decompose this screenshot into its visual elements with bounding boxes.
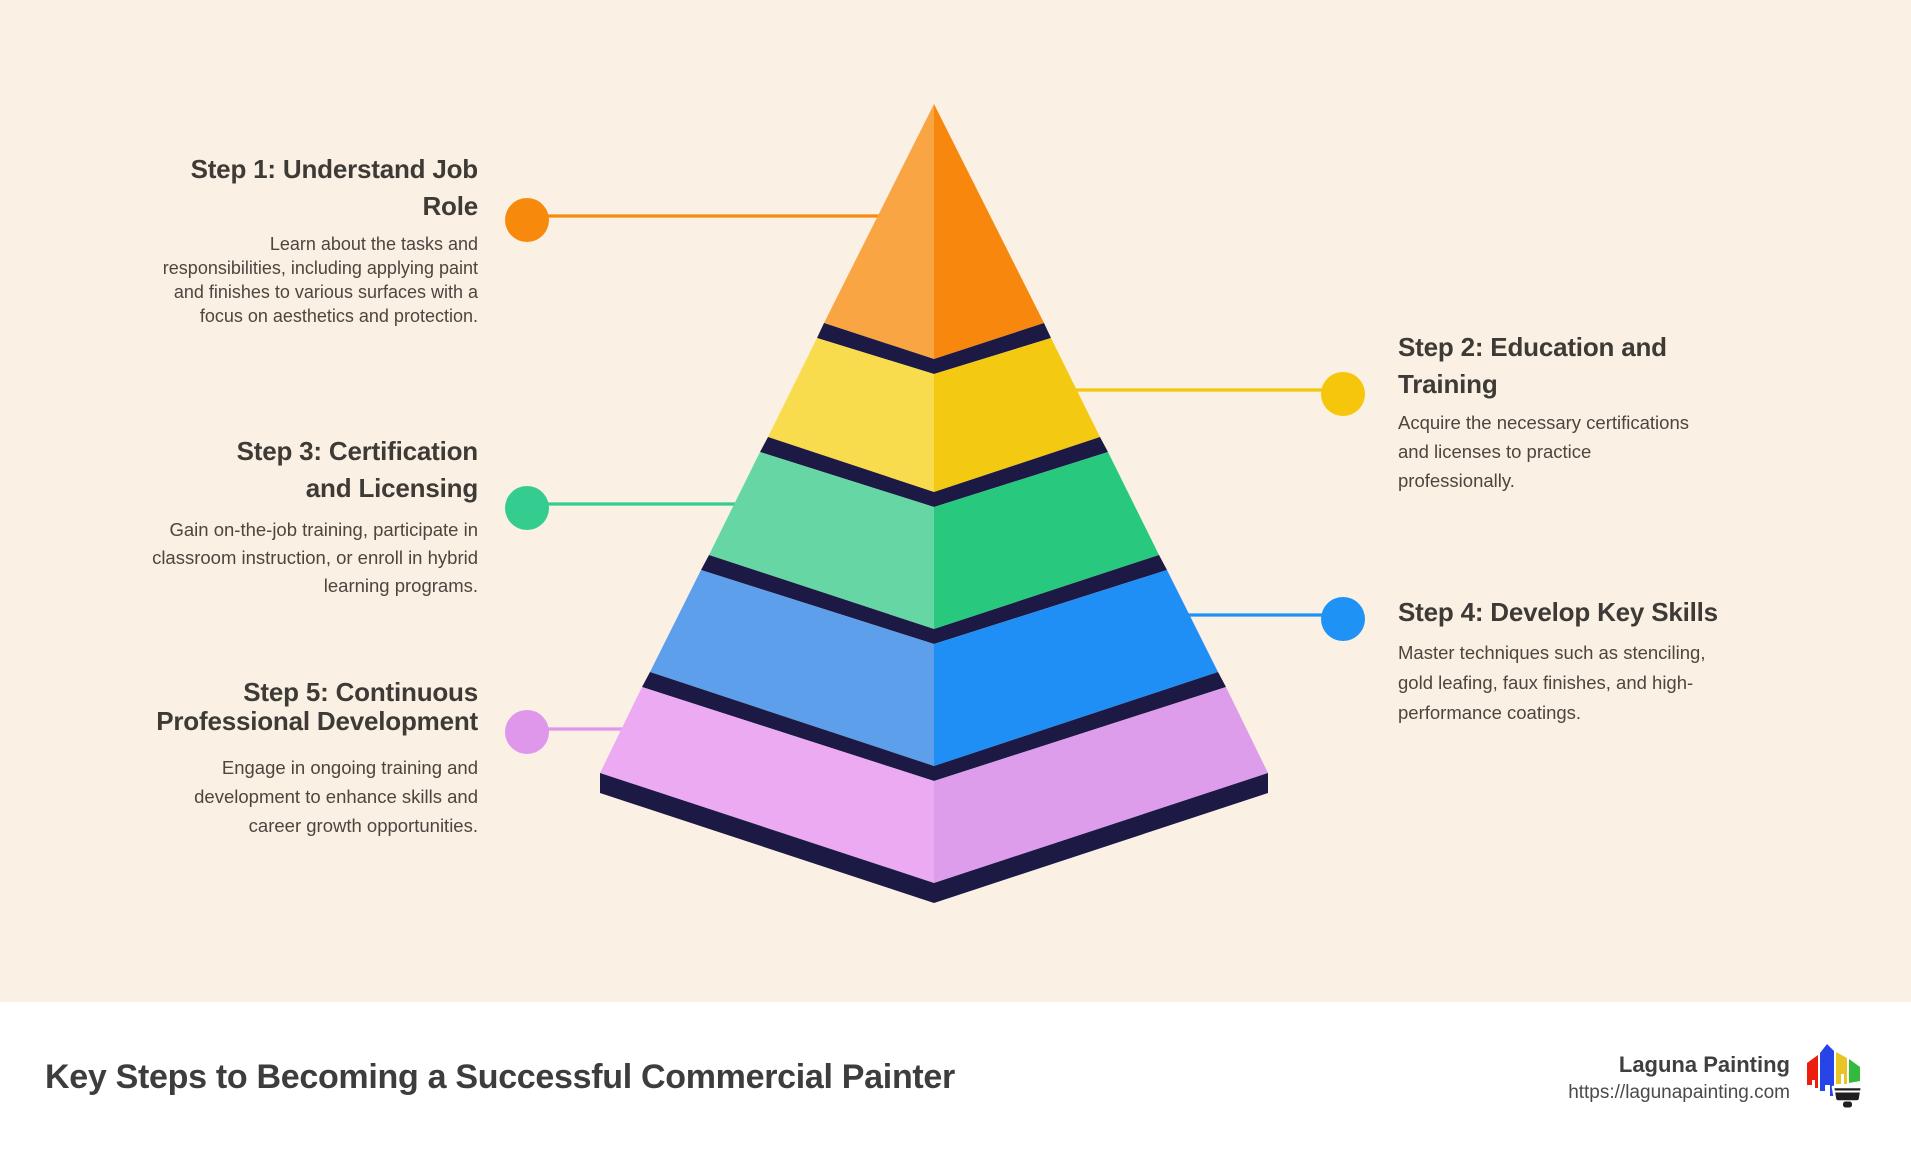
step-5-description: Engage in ongoing training and developme…	[194, 757, 478, 836]
step-2-description: Acquire the necessary certifications and…	[1398, 412, 1689, 491]
pyramid-edge-2	[760, 437, 1108, 507]
step-2-block: Step 2: Education and Training Acquire t…	[1398, 329, 1710, 495]
step-2-title: Step 2: Education and Training	[1398, 332, 1667, 399]
step-2-connector-dot	[1321, 372, 1365, 416]
step-1-connector-dot	[505, 198, 549, 242]
pyramid-layer-1-left	[824, 104, 934, 359]
infographic-title: Key Steps to Becoming a Successful Comme…	[45, 1058, 955, 1096]
step-4-description: Master techniques such as stenciling, go…	[1398, 642, 1706, 723]
step-5-block: Step 5: Continuous Professional Developm…	[138, 678, 478, 840]
pyramid-layer-3-left	[709, 452, 934, 629]
step-3-connector-dot	[505, 486, 549, 530]
step-5-connector-dot	[505, 710, 549, 754]
pyramid-layer-2-left	[768, 338, 934, 492]
step-1-description: Learn about the tasks and responsibiliti…	[162, 234, 478, 326]
pyramid-layer-3-right	[934, 452, 1159, 629]
pyramid-layer-4-right	[934, 570, 1218, 766]
brand-name: Laguna Painting	[1618, 1052, 1790, 1077]
step-1-block: Step 1: Understand Job Role Learn about …	[138, 151, 478, 328]
step-3-block: Step 3: Certification and Licensing Gain…	[138, 433, 478, 600]
logo-brush-ferrule-line	[1834, 1090, 1861, 1093]
footer-bar	[0, 1002, 1911, 1160]
step-5-title: Step 5: Continuous Professional Developm…	[156, 677, 478, 736]
brand-url[interactable]: https://lagunapainting.com	[1568, 1082, 1790, 1103]
pyramid-layer-4-left	[650, 570, 934, 766]
step-4-block: Step 4: Develop Key Skills Master techni…	[1398, 594, 1788, 728]
pyramid-edge-3	[701, 555, 1167, 644]
pyramid-layer-1-right	[934, 104, 1044, 359]
logo-brush-handle	[1843, 1101, 1852, 1108]
step-3-title: Step 3: Certification and Licensing	[236, 436, 479, 503]
pyramid-edge-1	[817, 323, 1051, 374]
step-1-title: Step 1: Understand Job Role	[190, 154, 479, 221]
logo-red-stripe	[1807, 1055, 1818, 1088]
laguna-painting-logo-icon	[1807, 1044, 1864, 1108]
step-4-connector-dot	[1321, 597, 1365, 641]
logo-blue-stripe	[1820, 1044, 1834, 1096]
logo-brush-outline	[1831, 1085, 1864, 1103]
pyramid-layer-5-right	[934, 687, 1268, 883]
pyramid-layer-2-right	[934, 338, 1100, 492]
logo-yellow-stripe	[1836, 1052, 1847, 1084]
step-3-description: Gain on-the-job training, participate in…	[152, 519, 478, 596]
brand-block: Laguna Painting https://lagunapainting.c…	[1568, 1050, 1790, 1106]
step-4-title: Step 4: Develop Key Skills	[1398, 597, 1718, 627]
logo-green-stripe	[1849, 1059, 1860, 1083]
pyramid-layer-5-left	[600, 687, 934, 883]
